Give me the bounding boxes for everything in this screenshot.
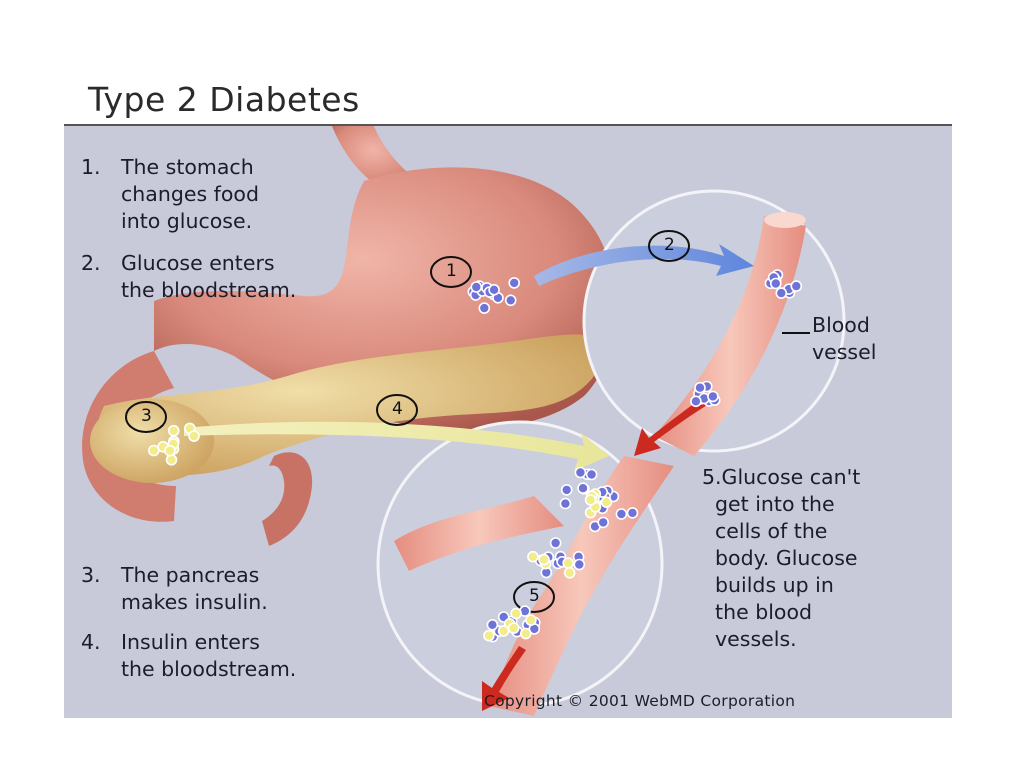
blood-vessel-label: Blood vessel <box>812 313 877 364</box>
glucose-dot <box>775 287 788 299</box>
insulin-dot <box>188 430 200 442</box>
diabetes-illustration: 1 2 3 4 5 1. The stomach changes food in… <box>64 124 952 718</box>
insulin-dot <box>148 444 160 457</box>
molecule-dots <box>148 269 803 643</box>
step-3-text: The pancreas makes insulin. <box>121 563 268 614</box>
glucose-dot <box>488 284 500 296</box>
step-4-number: 4. <box>81 630 101 654</box>
diagram-title: Type 2 Diabetes <box>88 80 360 119</box>
callout-4 <box>376 394 418 426</box>
insulin-dot <box>584 494 597 506</box>
callout-5-label: 5 <box>529 586 540 606</box>
callout-2-label: 2 <box>664 235 675 255</box>
glucose-dot <box>549 537 562 549</box>
copyright-notice: Copyright © 2001 WebMD Corporation <box>484 692 796 710</box>
step-5-text: 5.Glucose can't get into the cells of th… <box>702 465 861 651</box>
insulin-dot <box>600 496 613 509</box>
glucose-dot <box>574 466 587 479</box>
step-1-text: The stomach changes food into glucose. <box>121 155 259 233</box>
arrow-red-lower <box>482 646 526 711</box>
glucose-dot <box>573 558 586 571</box>
glucose-dot <box>559 497 572 510</box>
insulin-dot <box>519 627 532 640</box>
step-2-number: 2. <box>81 251 101 275</box>
insulin-dot <box>562 557 575 569</box>
glucose-dot <box>769 277 782 290</box>
blood-vessel-lower <box>489 456 674 716</box>
pancreas <box>96 334 605 476</box>
callout-1 <box>430 256 472 288</box>
step-2-text: Glucose enters the bloodstream. <box>121 251 297 302</box>
callout-4-label: 4 <box>392 399 403 419</box>
glucose-dot <box>486 618 499 631</box>
insulin-dot <box>527 550 539 563</box>
illustration-svg <box>82 126 846 716</box>
step-3-number: 3. <box>81 563 101 587</box>
insulin-dot <box>165 453 178 466</box>
arrow-insulin <box>184 421 609 471</box>
callout-2 <box>648 230 690 262</box>
glucose-dot <box>504 294 517 307</box>
insulin-dot <box>510 607 522 620</box>
callout-3-label: 3 <box>141 406 152 426</box>
arrow-red-upper <box>634 396 709 456</box>
glucose-dot <box>478 302 491 314</box>
insulin-dot <box>164 444 176 457</box>
arrow-stomach-to-vessel <box>534 244 754 286</box>
glucose-dot <box>597 516 610 529</box>
glucose-dot <box>508 277 521 289</box>
glucose-dot <box>615 508 628 520</box>
glucose-dot <box>585 468 598 481</box>
glucose-dot <box>470 281 483 293</box>
insulin-dot <box>563 566 576 579</box>
insulin-dot <box>525 614 537 626</box>
blood-vessel-upper <box>654 216 806 456</box>
glucose-dot <box>560 484 573 496</box>
step-1-number: 1. <box>81 155 101 179</box>
glucose-dot <box>707 390 719 403</box>
glucose-dot <box>626 507 639 519</box>
glucose-dot <box>690 395 702 408</box>
glucose-dot <box>790 280 803 292</box>
insulin-dot <box>497 625 510 637</box>
callout-3 <box>125 401 167 433</box>
insulin-dot <box>483 629 495 642</box>
insulin-dot <box>507 622 520 634</box>
callout-5 <box>513 581 555 613</box>
step-4-text: Insulin enters the bloodstream. <box>121 630 297 681</box>
callout-1-label: 1 <box>446 261 457 281</box>
glucose-dot <box>577 482 589 495</box>
duodenum <box>82 351 176 522</box>
insulin-dot <box>538 553 550 566</box>
glucose-dot <box>694 381 706 394</box>
insulin-dot <box>167 424 180 437</box>
